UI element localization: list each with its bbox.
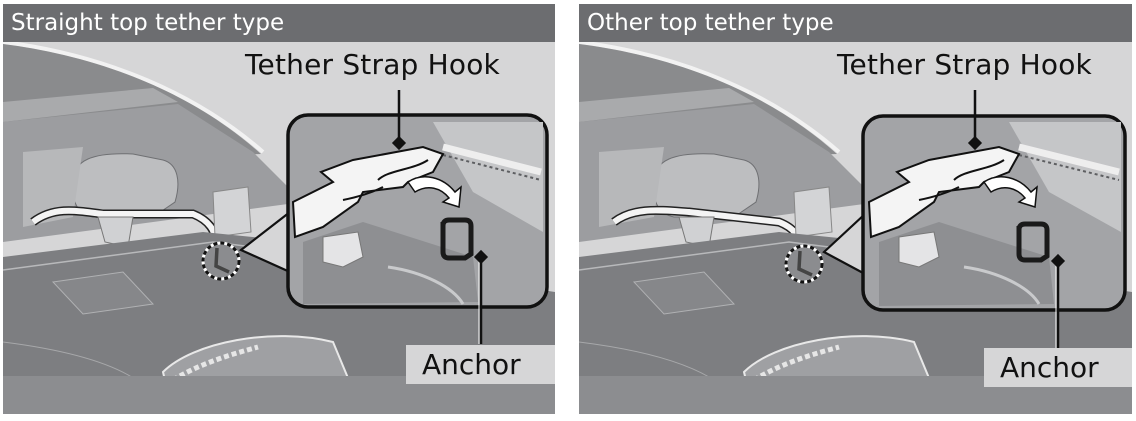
panel-title: Other top tether type — [579, 4, 1132, 42]
anchor-location-marker — [201, 241, 241, 281]
illustration-panel-other: Other top tether type — [579, 4, 1132, 414]
tether-strap-hook-label: Tether Strap Hook — [837, 48, 1092, 81]
panel-title: Straight top tether type — [3, 4, 555, 42]
anchor-label: Anchor — [406, 345, 555, 384]
zoom-inset — [861, 90, 1127, 348]
anchor-label: Anchor — [984, 348, 1132, 387]
zoom-inset — [286, 90, 549, 344]
illustration-panel-straight: Straight top tether type — [3, 4, 555, 414]
car-interior-illustration — [3, 42, 555, 414]
tether-strap-hook-label: Tether Strap Hook — [245, 48, 500, 81]
anchor-location-marker — [784, 244, 824, 284]
